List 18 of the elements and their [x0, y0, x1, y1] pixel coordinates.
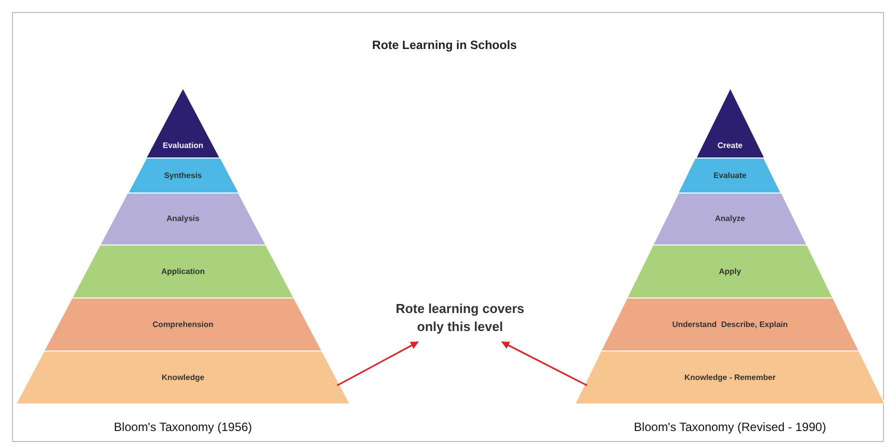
level-label: Synthesis	[163, 170, 203, 180]
level-label: Comprehension	[152, 320, 214, 328]
title: Rote Learning in Schools	[371, 38, 518, 52]
pyramid-caption: Bloom's Taxonomy (1956)	[112, 420, 254, 434]
level-label: Evaluate	[712, 170, 748, 180]
arrow	[501, 341, 588, 386]
level-label: Create	[716, 141, 744, 150]
level-label: Understand Describe, Explain	[671, 320, 789, 328]
level-label: Knowledge - Remember	[683, 372, 777, 382]
arrow	[336, 341, 419, 386]
level-label: Analyze	[714, 214, 746, 223]
level-label: Apply	[718, 266, 742, 276]
level-label: Application	[160, 266, 206, 276]
level-label: Analysis	[166, 214, 200, 223]
level-label: Evaluation	[162, 141, 204, 150]
pyramid-caption: Bloom's Taxonomy (Revised - 1990)	[632, 420, 828, 434]
level-label: Knowledge	[160, 372, 206, 382]
note-text: Rote learning covers only this level	[385, 300, 535, 340]
